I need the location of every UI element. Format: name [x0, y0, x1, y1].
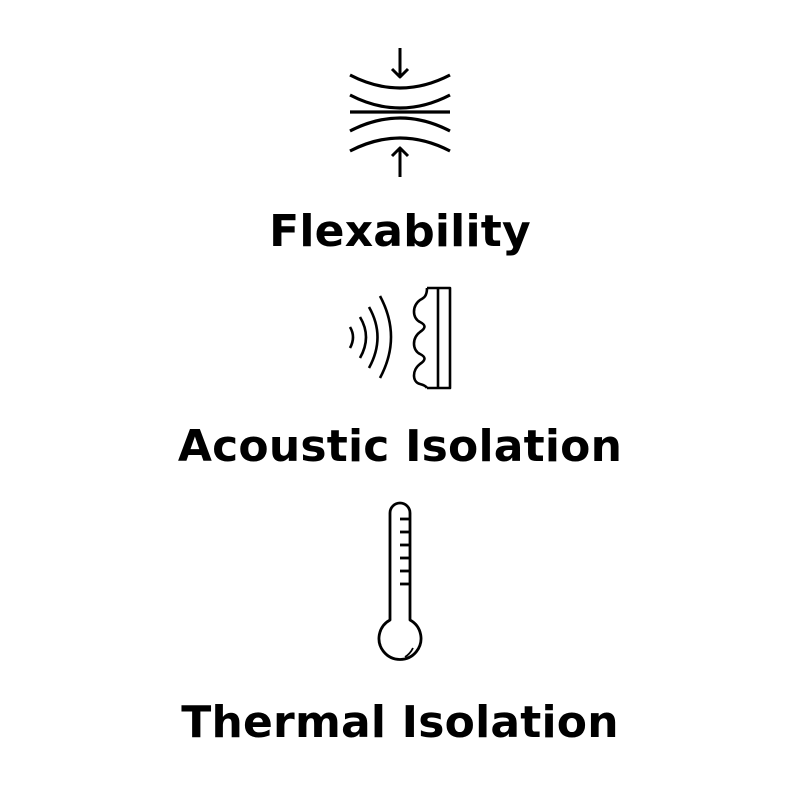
feature-label: Flexability: [269, 206, 531, 257]
sound-wave-panel-icon: [348, 286, 452, 390]
feature-label: Thermal Isolation: [181, 697, 619, 748]
compression-flex-icon: [349, 48, 451, 177]
thermometer-icon: [377, 501, 423, 661]
feature-label: Acoustic Isolation: [177, 421, 623, 472]
